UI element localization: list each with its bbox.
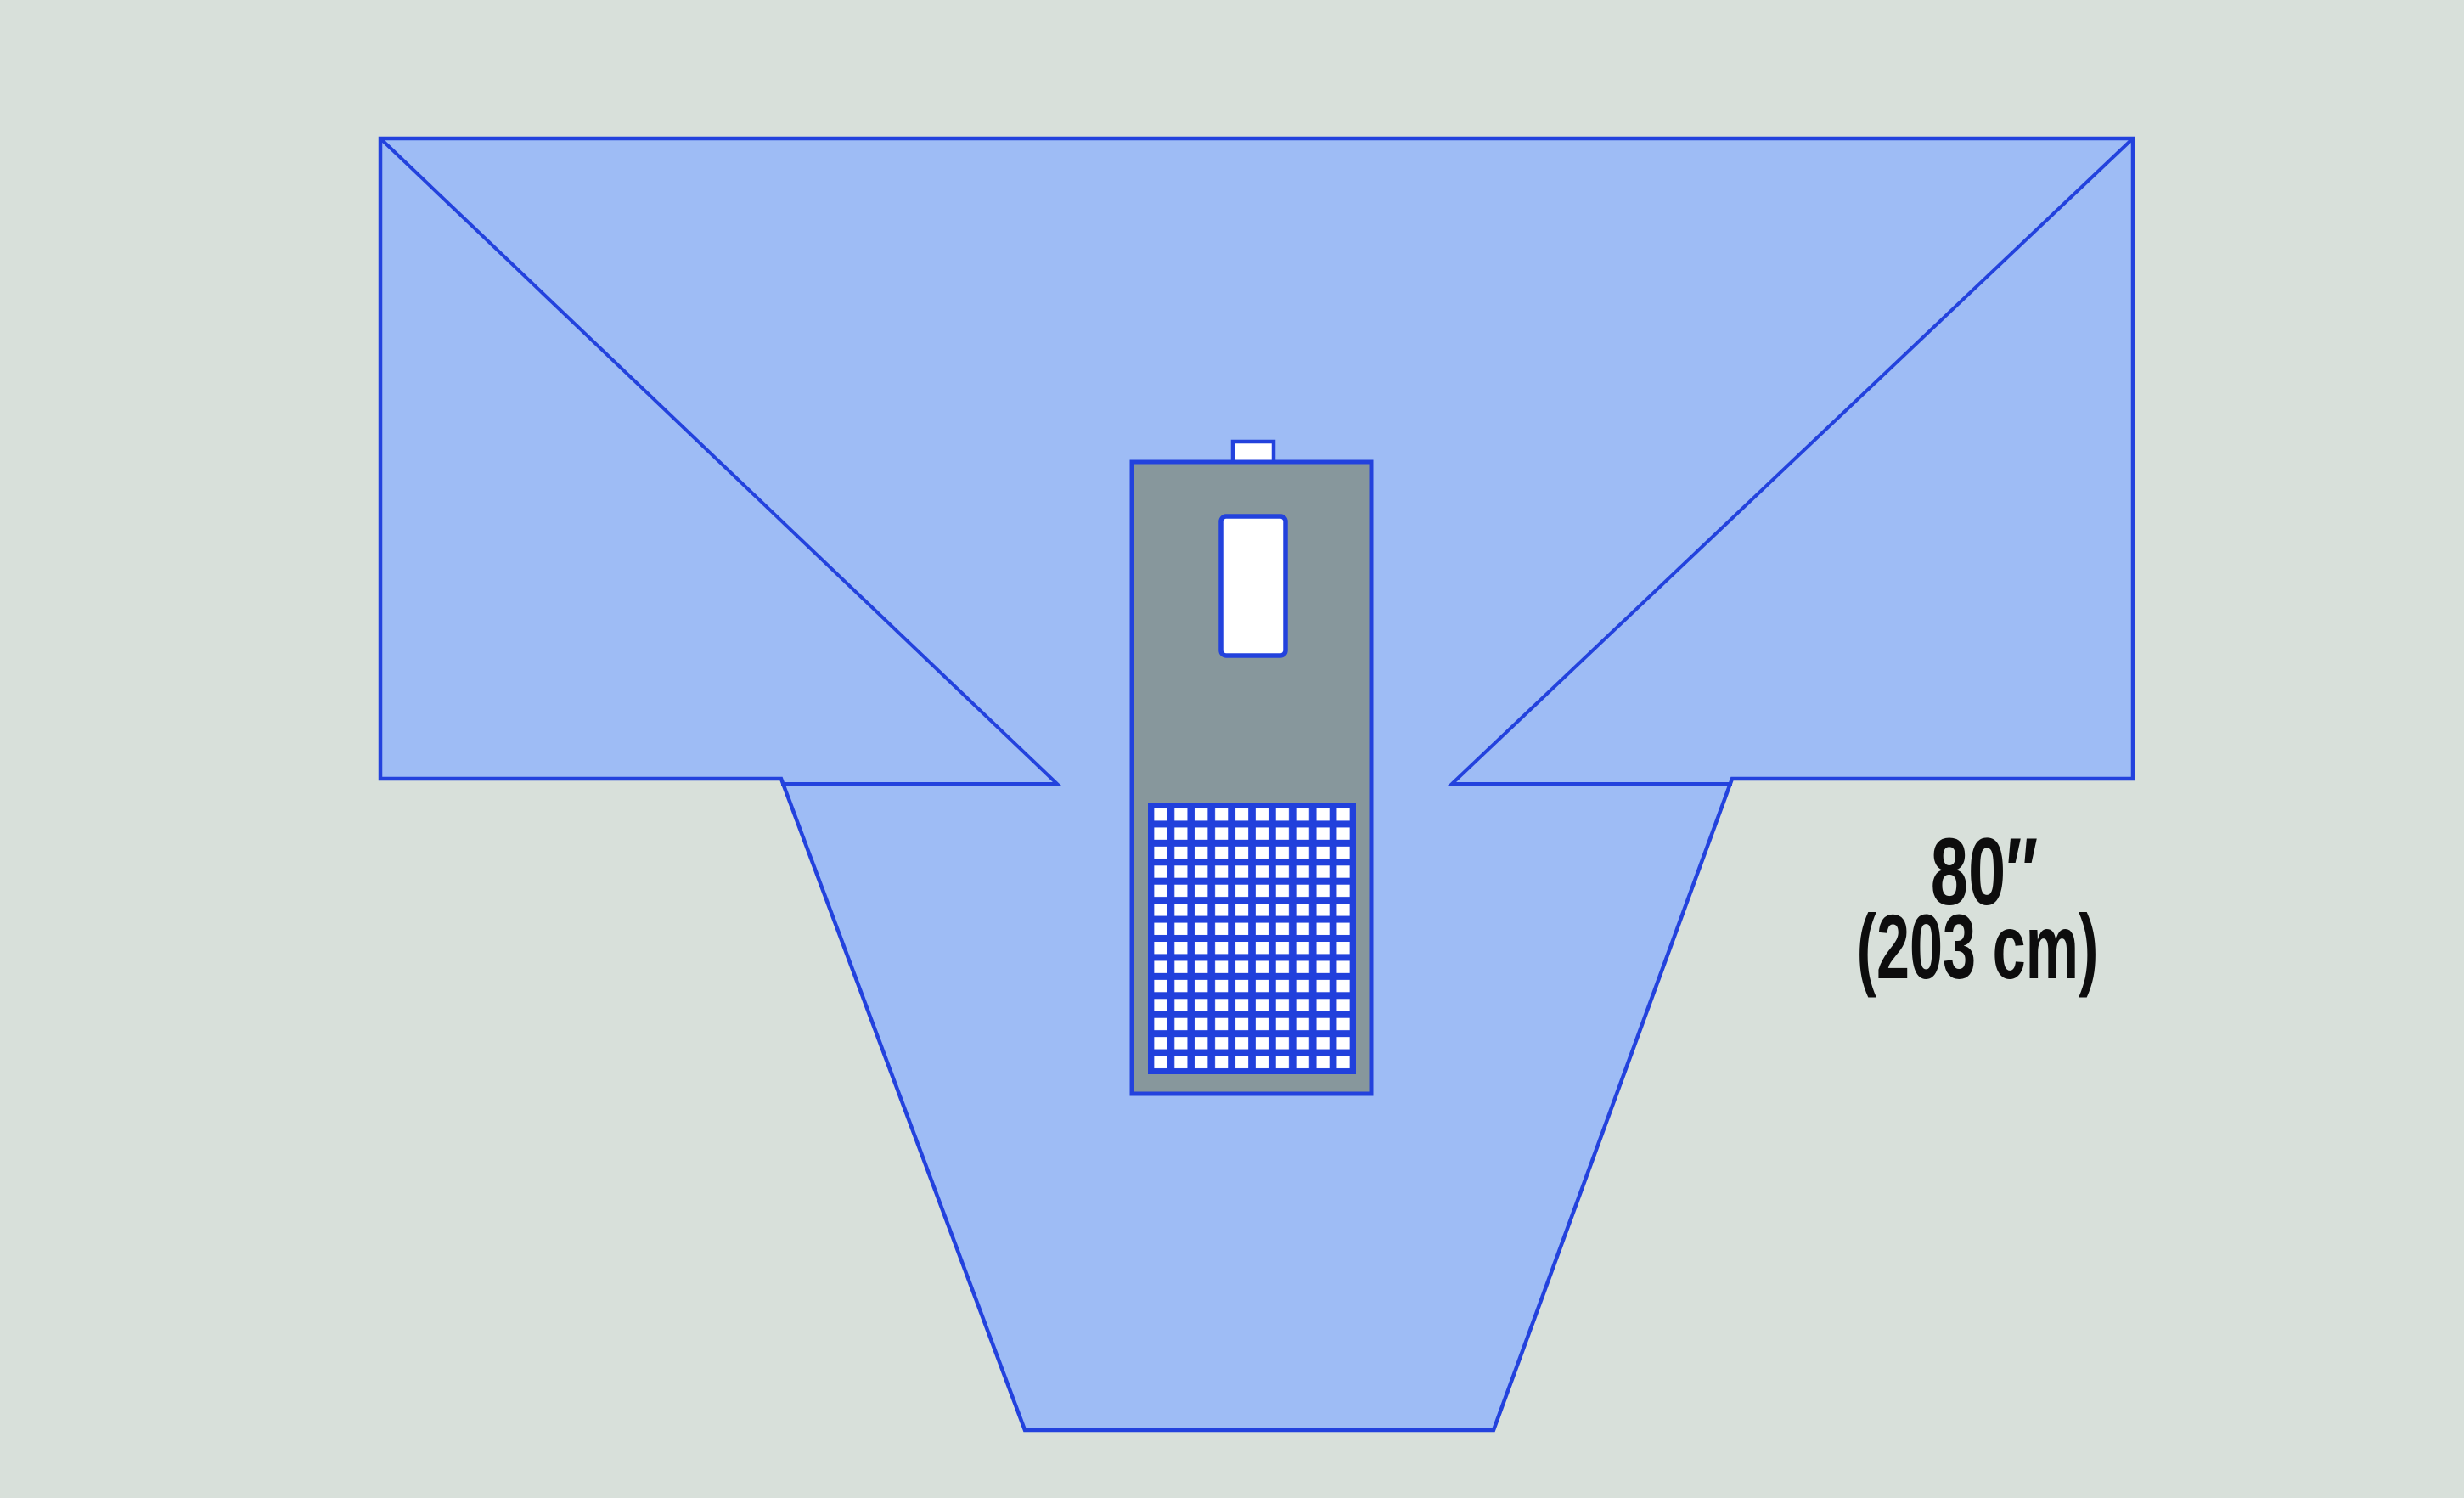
svg-text:80″: 80″ [1931,819,2039,926]
svg-text:(203 cm): (203 cm) [1857,897,2099,999]
